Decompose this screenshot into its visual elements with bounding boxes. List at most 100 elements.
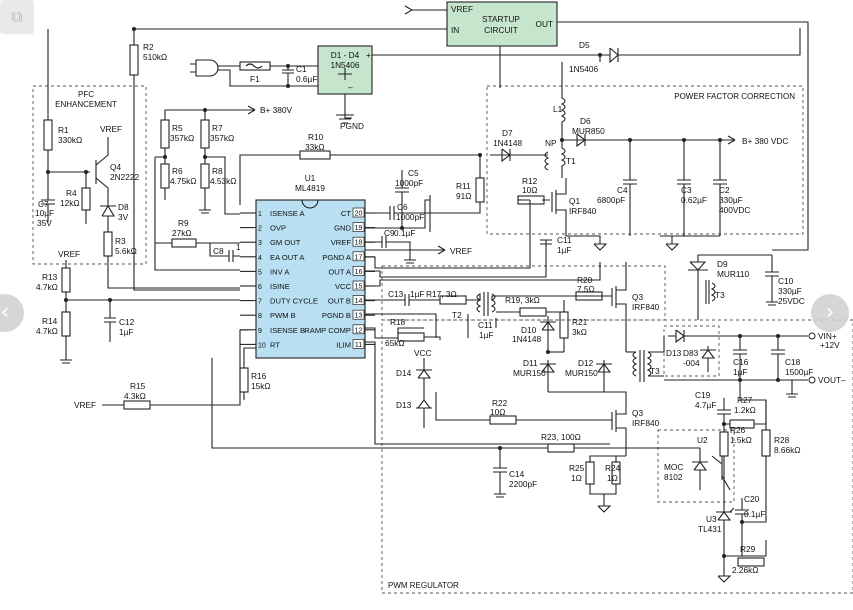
vcc-label: VCC (414, 348, 432, 358)
d7-label: D7 (502, 128, 513, 138)
resistor-r11 (475, 177, 485, 203)
ac-plug-icon (190, 59, 219, 77)
pfc-enhancement-title-2: ENHANCEMENT (55, 100, 117, 109)
c5-value: 1000pF (395, 178, 423, 188)
ic-right-pin-19-number: 19 (355, 225, 363, 232)
transformer-t1 (544, 140, 566, 178)
ic-left-pin-6-name: ISINE (270, 282, 290, 291)
ic-right-pin-12-number: 12 (355, 327, 363, 334)
c20-value: 0.1µF (744, 509, 765, 519)
r7-label: R7 (212, 123, 223, 133)
moc-label: MOC (664, 462, 683, 472)
resistor-r4 (81, 187, 91, 211)
d12-value: MUR150 (565, 368, 598, 378)
q3a-value: IRF840 (632, 302, 660, 312)
ic-left-pin-2-number: 2 (258, 226, 262, 233)
pgnd-label: PGND (340, 121, 364, 131)
ic-right-pin-14-number: 14 (355, 298, 363, 305)
r1-label: R1 (58, 125, 69, 135)
r17-label: R17, 3Ω (426, 289, 457, 299)
resistor-r6 (160, 163, 170, 189)
resistor-r15 (123, 400, 151, 410)
ic-left-pin-5-name: INV A (270, 267, 290, 276)
d6-label: D6 (580, 116, 591, 126)
mosfet-q1 (551, 178, 567, 230)
c14-label: C14 (509, 469, 525, 479)
ic-right-pin-13-box (352, 309, 365, 320)
q1-label: Q1 (569, 196, 580, 206)
c2-label: C2 (719, 185, 730, 195)
c19-label: C19 (695, 390, 711, 400)
r29-value: 2.26kΩ (732, 565, 759, 575)
copy-icon[interactable]: ⧉ (0, 0, 34, 34)
r23-label: R23, 100Ω (541, 432, 581, 442)
c10-value-1: 330µF (778, 286, 802, 296)
ic-right-pin-16-box (352, 266, 365, 276)
d6-value: MUR850 (572, 126, 605, 136)
resistor-r27 (729, 419, 755, 429)
c11b-value: 1µF (479, 330, 493, 340)
r16-label: R16 (251, 371, 267, 381)
r25-label: R25 (569, 463, 585, 473)
c18-label: C18 (785, 357, 801, 367)
r3-value: 5.6kΩ (115, 246, 137, 256)
vout-minus-terminal (808, 376, 816, 384)
resistor-r17 (439, 295, 467, 305)
resistor-r3 (103, 231, 113, 257)
ic-right-pin-20-box (352, 207, 365, 218)
d83-label: D83 (683, 348, 699, 358)
c4-label: C4 (617, 185, 628, 195)
startup-in-label: IN (451, 25, 459, 35)
pfc-enhancement-title-1: PFC (78, 90, 94, 99)
r11-label: R11 (456, 181, 471, 191)
transformer-t3a (705, 280, 716, 304)
d83-value: -004 (683, 358, 700, 368)
u2-label: U2 (697, 435, 708, 445)
r22-value: 10Ω (490, 407, 505, 417)
d8-label: D8 (118, 202, 129, 212)
ic-right-pin-11-box (352, 339, 365, 349)
copy-icon-glyph: ⧉ (11, 7, 23, 26)
transformer-t3b (632, 350, 652, 382)
resistor-r8 (200, 163, 210, 189)
c7-label: C7 (38, 199, 49, 209)
r4-label: R4 (66, 188, 77, 198)
shunt-regulator-u3 (716, 506, 735, 548)
ic-right-pin-17-box (352, 251, 365, 262)
resistor-r28 (761, 429, 771, 457)
moc-value: 8102 (664, 472, 683, 482)
r5-label: R5 (172, 123, 183, 133)
ic-right-pin-18-name: VREF (331, 238, 352, 247)
ic-left-pin-7-number: 7 (258, 299, 262, 306)
pwm-regulator-title: PWM REGULATOR (388, 581, 459, 590)
r14-value: 4.7kΩ (36, 326, 58, 336)
r11-value: 91Ω (456, 191, 471, 201)
r5-value: 357kΩ (170, 133, 194, 143)
next-button[interactable]: › (811, 294, 849, 332)
u3-value: TL431 (698, 524, 722, 534)
d12-label: D12 (578, 358, 594, 368)
resistor-r9 (171, 238, 197, 248)
ic-right-pin-13-number: 13 (355, 313, 363, 320)
l1-label: L1 (553, 104, 563, 114)
resistor-r13 (61, 267, 71, 293)
resistor-r21 (559, 311, 569, 339)
b380vdc-label: B+ 380 VDC (742, 136, 788, 146)
bridge-diode-symbol (338, 68, 352, 80)
ic-left-pin-2-name: OVP (270, 224, 286, 233)
c6-value: 1000pF (396, 212, 424, 222)
r27-label: R27 (737, 395, 753, 405)
c5-label: C5 (408, 168, 419, 178)
mosfet-q3-lower (548, 391, 627, 456)
ic-left-pin-10-number: 10 (258, 342, 266, 349)
previous-button[interactable]: ‹ (0, 294, 24, 332)
c10-label: C10 (778, 276, 794, 286)
bridge-name: D1 - D4 (331, 50, 360, 60)
ic-right-pin-18-number: 18 (355, 240, 363, 247)
ic-right-pin-19-box (352, 222, 365, 232)
r20-value: 7.5Ω (577, 284, 595, 294)
ic-right-pin-18-box (352, 236, 365, 247)
fuse-f1 (239, 61, 271, 71)
d13-label: D13 (666, 348, 682, 358)
